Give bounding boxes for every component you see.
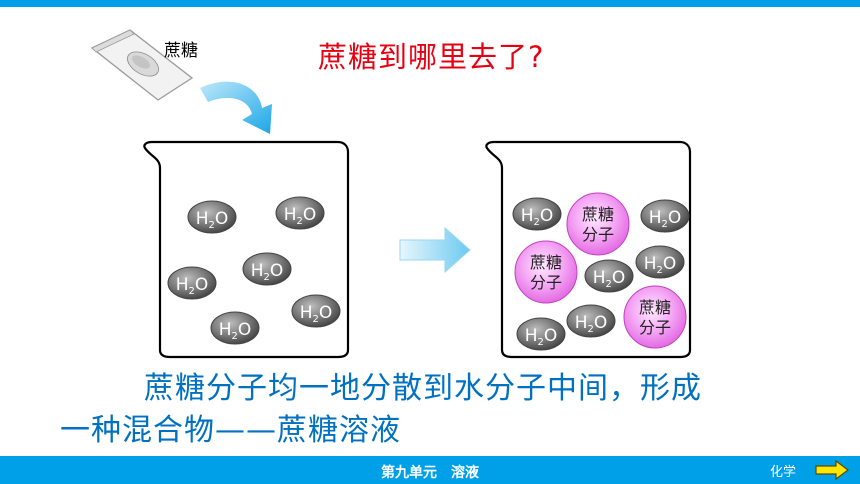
solution-molecules-right: H2O H2O H2O H2O H2O H2O 蔗糖 分子 蔗糖 [512, 192, 690, 351]
water-label: H2O [521, 206, 554, 228]
water-molecule: H2O [566, 304, 616, 338]
water-molecule: H2O [516, 317, 566, 351]
bottom-bar [0, 456, 860, 484]
sugar-label-line1: 蔗糖 [530, 253, 562, 272]
water-molecule: H2O [291, 294, 341, 328]
caption-line1: 蔗糖分子均一地分散到水分子中间，形成 [144, 371, 702, 406]
sugar-label-line2: 分子 [530, 273, 562, 292]
water-label: H2O [300, 303, 333, 325]
caption: 蔗糖分子均一地分散到水分子中间，形成 一种混合物——蔗糖溶液 [60, 368, 840, 452]
page-title: 蔗糖到哪里去了? [318, 40, 545, 74]
water-molecule: H2O [167, 266, 217, 300]
water-label: H2O [575, 313, 608, 335]
water-molecule: H2O [512, 197, 562, 231]
sugar-packet-icon [90, 29, 194, 101]
sugar-label-line1: 蔗糖 [639, 298, 671, 317]
water-label: H2O [593, 268, 626, 290]
water-molecule: H2O [275, 196, 325, 230]
sugar-label: 蔗糖 [164, 41, 198, 61]
sugar-molecule: 蔗糖 分子 [566, 192, 630, 256]
footer-unit: 第九单元 [381, 465, 437, 481]
caption-line2: 一种混合物——蔗糖溶液 [60, 413, 401, 448]
water-label: H2O [251, 261, 284, 283]
water-label: H2O [176, 275, 209, 297]
water-label: H2O [284, 205, 317, 227]
footer-topic: 溶液 [451, 465, 479, 481]
water-molecule: H2O [242, 252, 292, 286]
footer-subject: 化学 [770, 465, 797, 480]
water-label: H2O [219, 320, 252, 342]
sugar-label-line1: 蔗糖 [582, 205, 614, 224]
sugar-label-line2: 分子 [582, 225, 614, 244]
right-arrow-icon [399, 226, 471, 274]
water-molecule: H2O [584, 259, 634, 293]
footer-title: 第九单元溶液 [0, 462, 860, 482]
top-bar [0, 0, 860, 7]
water-molecule: H2O [187, 200, 237, 234]
curved-arrow-icon [200, 81, 272, 134]
water-molecules-left: H2O H2O H2O H2O H2O H2O [167, 196, 341, 345]
water-molecule: H2O [640, 199, 690, 233]
water-label: H2O [196, 209, 229, 231]
sugar-molecule: 蔗糖 分子 [623, 285, 687, 349]
water-label: H2O [644, 254, 677, 276]
sugar-label-line2: 分子 [639, 318, 671, 337]
water-molecule: H2O [210, 311, 260, 345]
sugar-molecule: 蔗糖 分子 [514, 240, 578, 304]
water-label: H2O [649, 208, 682, 230]
water-molecule: H2O [635, 245, 685, 279]
water-label: H2O [525, 326, 558, 348]
next-arrow-icon[interactable] [814, 460, 850, 480]
